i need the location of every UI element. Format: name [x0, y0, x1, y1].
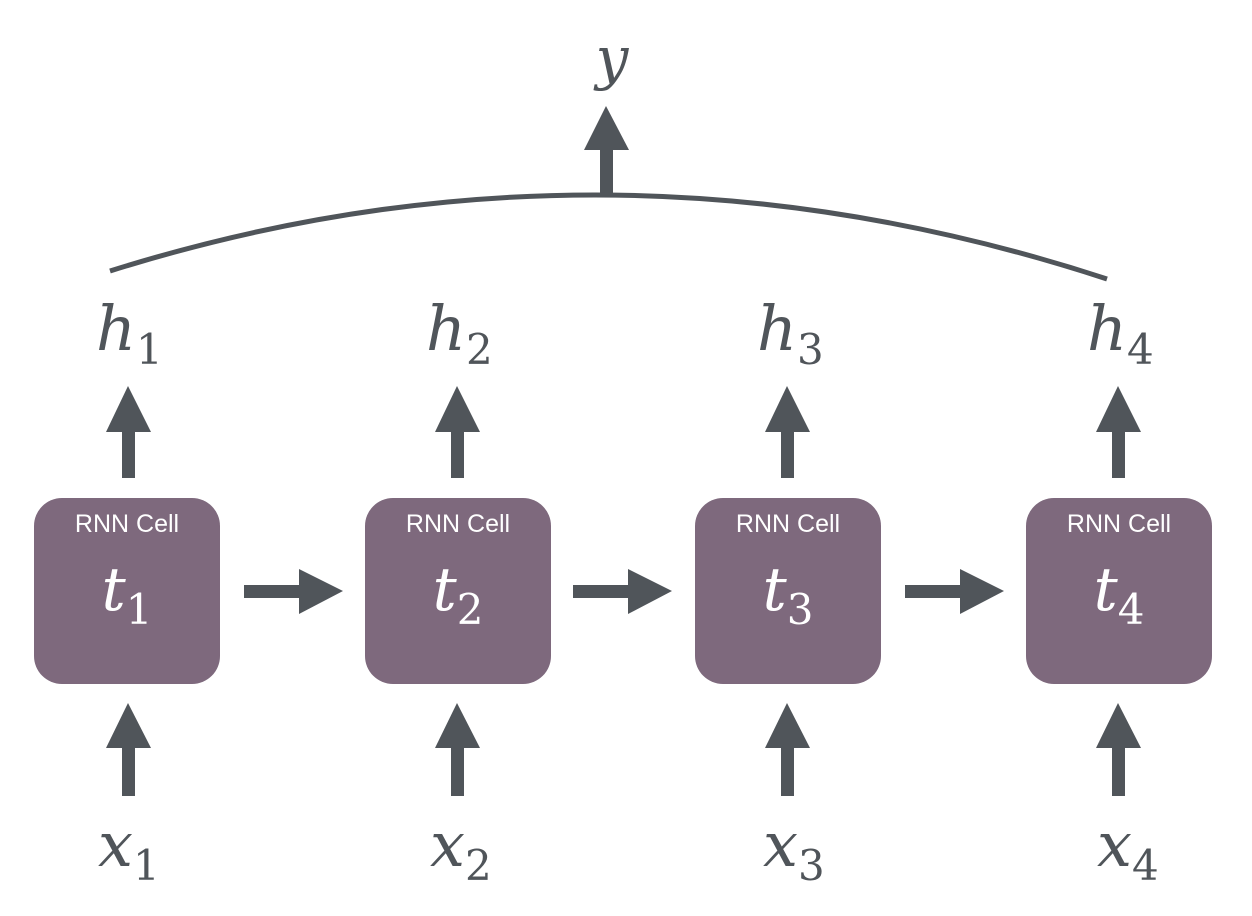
cell-title-4: RNN Cell: [1067, 510, 1171, 538]
hidden-state-label-2: h2: [426, 292, 493, 374]
cell-title-1: RNN Cell: [75, 510, 179, 538]
timestep-label-3: t3: [763, 555, 814, 634]
rnn-cell-1: [34, 498, 220, 684]
input-label-4: x4: [1097, 808, 1159, 890]
input-arrow-2: [435, 703, 480, 796]
input-label-1: x1: [98, 808, 160, 890]
input-label-3: x3: [763, 808, 825, 890]
rnn-cell-3: [695, 498, 881, 684]
output-arrow: [584, 106, 629, 196]
cell-title-2: RNN Cell: [406, 510, 510, 538]
cell-group-4: h4 RNN Cell t4 x4: [1026, 292, 1212, 890]
cell-group-2: h2 RNN Cell t2 x2: [365, 292, 551, 890]
rnn-cell-2: [365, 498, 551, 684]
input-arrow-3: [765, 703, 810, 796]
input-arrow-1: [106, 703, 151, 796]
recurrent-arrow-2-3: [573, 569, 672, 614]
hidden-arrow-4: [1096, 386, 1141, 478]
recurrent-arrow-1-2: [244, 569, 343, 614]
hidden-arrow-3: [765, 386, 810, 478]
hidden-arrow-1: [106, 386, 151, 478]
cell-group-1: h1 RNN Cell t1 x1: [34, 292, 220, 890]
timestep-label-4: t4: [1094, 555, 1145, 634]
hidden-state-label-3: h3: [757, 292, 824, 374]
hidden-state-label-1: h1: [96, 292, 163, 374]
cell-title-3: RNN Cell: [736, 510, 840, 538]
recurrent-arrow-3-4: [905, 569, 1004, 614]
output-label: y: [593, 24, 630, 92]
hidden-state-label-4: h4: [1087, 292, 1154, 374]
rnn-cell-4: [1026, 498, 1212, 684]
timestep-label-1: t1: [102, 555, 153, 634]
aggregation-arc: [109, 192, 1108, 282]
cell-group-3: h3 RNN Cell t3 x3: [695, 292, 881, 890]
timestep-label-2: t2: [433, 555, 484, 634]
input-arrow-4: [1096, 703, 1141, 796]
hidden-arrow-2: [435, 386, 480, 478]
input-label-2: x2: [430, 808, 492, 890]
